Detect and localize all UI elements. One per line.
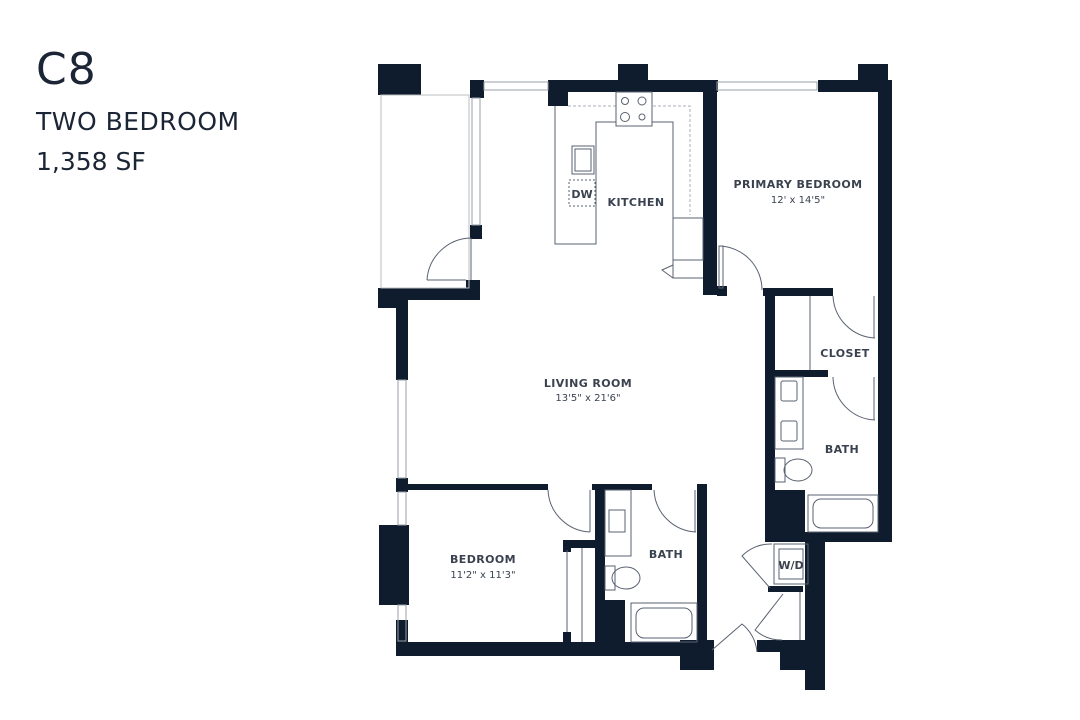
bedroom-label: BEDROOM [450, 553, 516, 566]
living-room-label: LIVING ROOM [544, 377, 632, 390]
living-room-dims: 13'5" x 21'6" [555, 393, 620, 404]
walls [378, 64, 892, 690]
primary-bedroom-label: PRIMARY BEDROOM [734, 178, 863, 191]
primary-bath-label: BATH [825, 443, 859, 456]
unit-name: C8 [36, 44, 97, 95]
kitchen-label: KITCHEN [608, 196, 665, 209]
bath-label: BATH [649, 548, 683, 561]
primary-bedroom-dims: 12' x 14'5" [771, 195, 825, 206]
fixtures [426, 91, 879, 653]
washer-dryer-label: W/D [778, 559, 803, 572]
bedroom-dims: 11'2" x 11'3" [450, 570, 515, 581]
windows [397, 81, 818, 642]
room-labels: KITCHEN DW PRIMARY BEDROOM 12' x 14'5" C… [450, 178, 869, 581]
unit-title-block: C8 TWO BEDROOM 1,358 SF [36, 44, 240, 178]
closet-label: CLOSET [820, 347, 869, 360]
balcony [380, 94, 470, 289]
unit-type: TWO BEDROOM [36, 107, 240, 136]
dishwasher-label: DW [571, 188, 592, 201]
unit-size: 1,358 SF [36, 147, 146, 176]
